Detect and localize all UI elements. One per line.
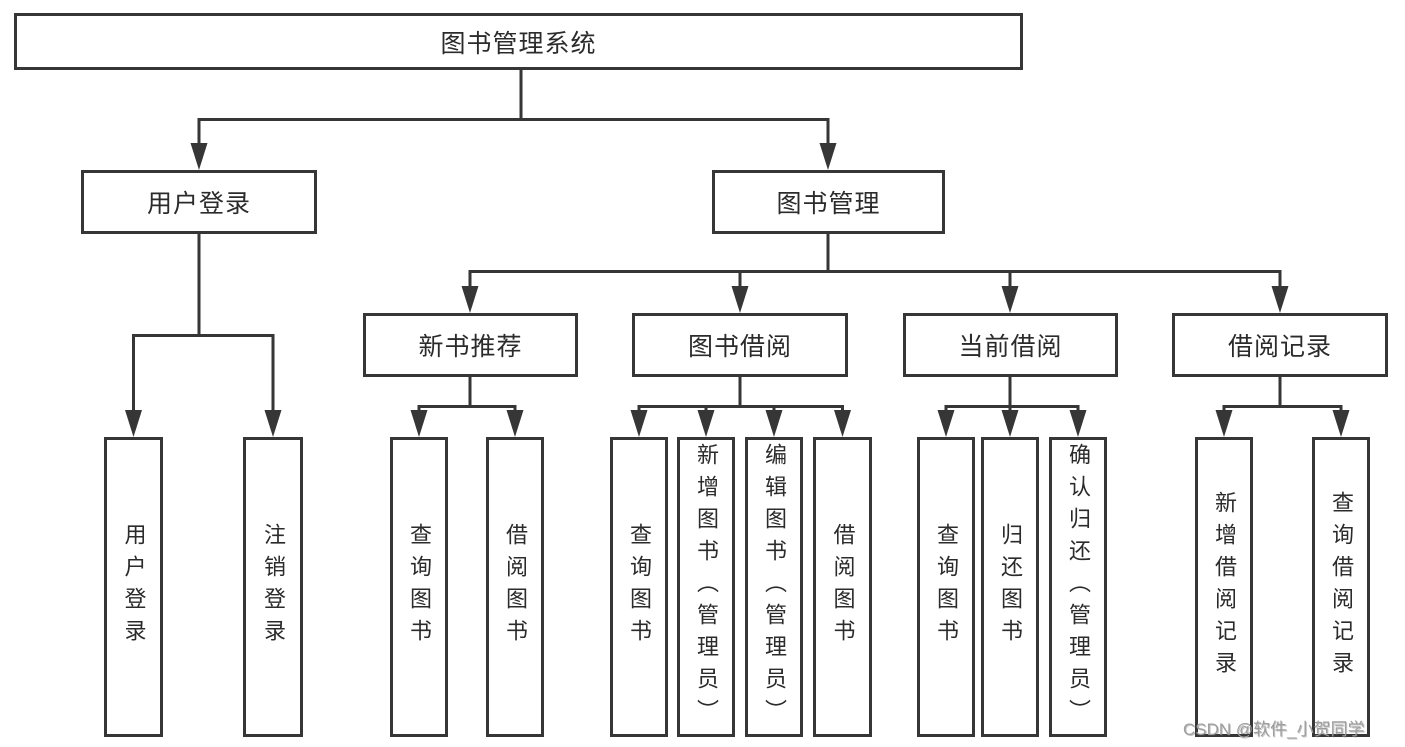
leaf-node-add-borrow-record: 新增借阅记录	[1195, 437, 1253, 737]
leaf-node-user-login: 用户登录	[104, 437, 163, 737]
group-node-label: 图书借阅	[687, 333, 792, 361]
group-node-book-borrow: 图书借阅	[632, 313, 848, 377]
leaf-node-query-books-recommend: 查询图书	[390, 437, 448, 737]
arrowhead-down-icons	[125, 143, 1350, 437]
branch-node-user-login: 用户登录	[81, 170, 317, 234]
leaf-node-borrow-books: 借阅图书	[813, 437, 872, 737]
leaf-node-query-books-borrow: 查询图书	[610, 437, 668, 737]
leaf-node-logout: 注销登录	[243, 437, 303, 737]
leaf-node-add-books-admin: 新增图书（管理员）	[677, 437, 735, 737]
branch-node-label: 图书管理	[776, 190, 881, 218]
leaf-node-edit-books-admin: 编辑图书（管理员）	[745, 437, 803, 737]
watermark: CSDN @软件_小贺同学	[1183, 720, 1365, 739]
branch-node-book-management: 图书管理	[712, 170, 945, 234]
group-node-label: 新书推荐	[418, 333, 523, 361]
leaf-node-return-books: 归还图书	[981, 437, 1039, 737]
group-node-borrow-record: 借阅记录	[1172, 313, 1388, 377]
branch-node-label: 用户登录	[146, 190, 251, 218]
group-node-new-book-recommend: 新书推荐	[363, 313, 578, 377]
leaf-node-borrow-books-recommend: 借阅图书	[486, 437, 544, 737]
group-node-current-borrow: 当前借阅	[903, 313, 1118, 377]
leaf-node-confirm-return-admin: 确认归还（管理员）	[1049, 437, 1107, 737]
group-node-label: 当前借阅	[958, 333, 1063, 361]
group-node-label: 借阅记录	[1227, 333, 1332, 361]
root-node-label: 图书管理系统	[440, 29, 597, 58]
root-node-library-management-system: 图书管理系统	[14, 13, 1023, 70]
leaf-node-query-borrow-record: 查询借阅记录	[1312, 437, 1370, 737]
leaf-node-query-books-current: 查询图书	[917, 437, 975, 737]
